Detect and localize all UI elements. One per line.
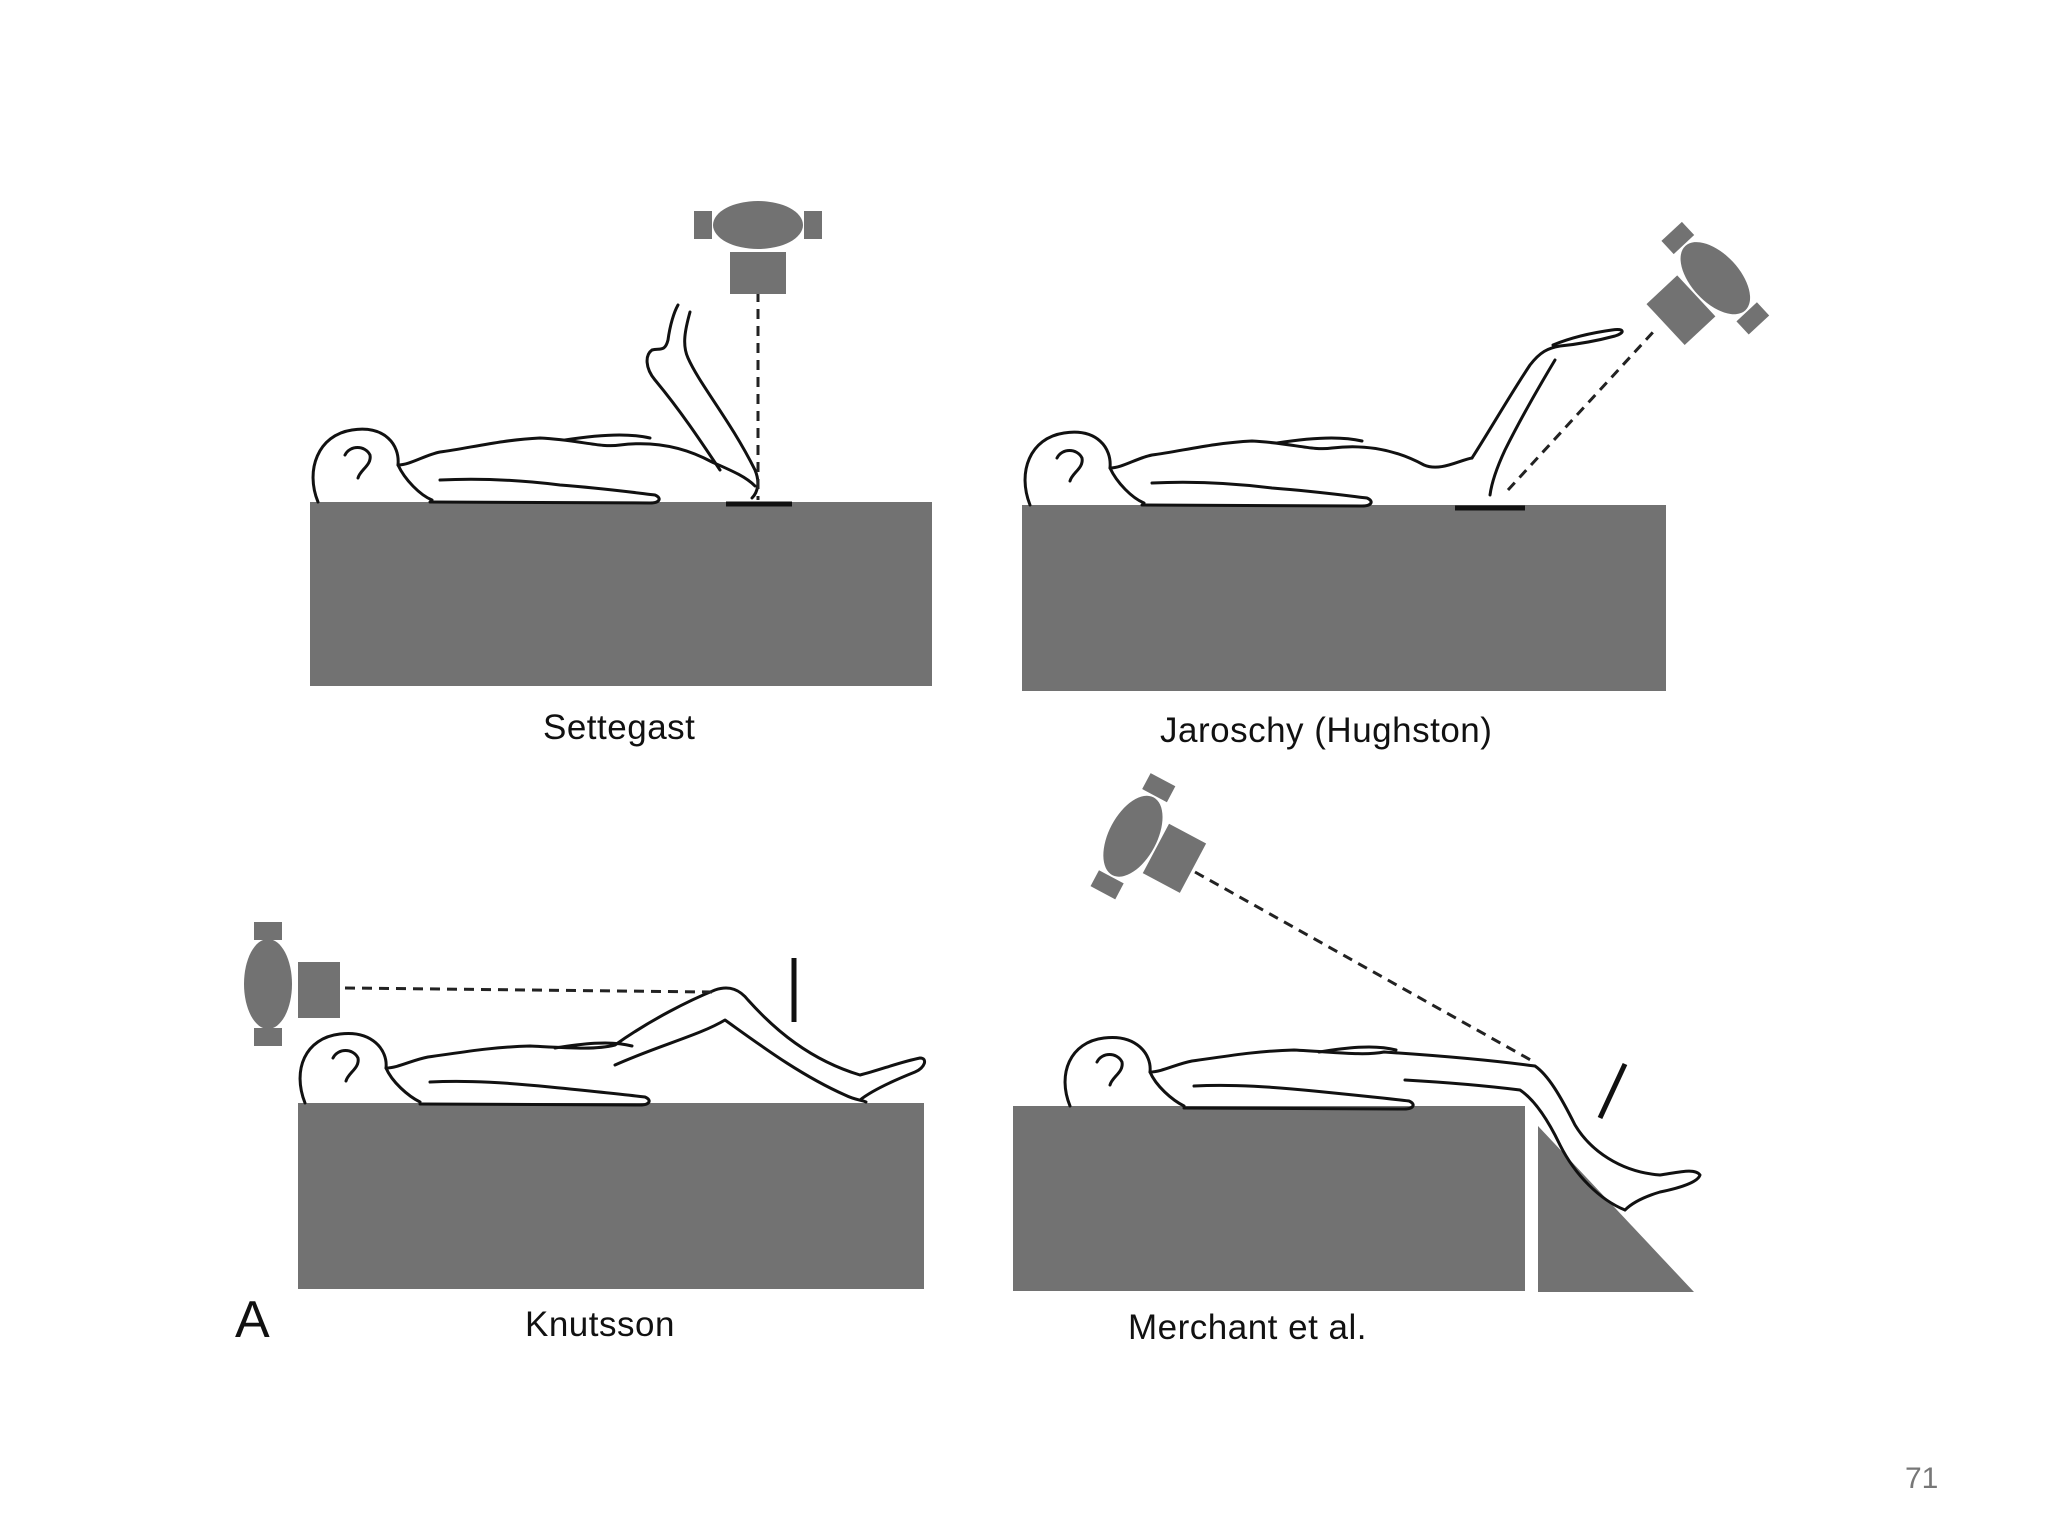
page-number: 71 xyxy=(1905,1462,1939,1495)
xray-tube xyxy=(1090,773,1207,900)
xray-beam xyxy=(1506,328,1657,492)
panel-knutsson xyxy=(244,922,927,1289)
patient-figure xyxy=(1063,1036,1702,1212)
exam-table xyxy=(1013,1106,1525,1291)
xray-beam xyxy=(1194,870,1537,1065)
caption-jaroschy: Jaroschy (Hughston) xyxy=(1160,711,1493,750)
film-cassette xyxy=(1597,1062,1628,1120)
caption-knutsson: Knutsson xyxy=(525,1305,675,1344)
panel-merchant xyxy=(1013,773,1702,1292)
leg-wedge xyxy=(1538,1126,1694,1292)
xray-beam xyxy=(344,986,713,994)
caption-merchant: Merchant et al. xyxy=(1128,1308,1367,1347)
panel-letter: A xyxy=(235,1291,270,1349)
patient-figure xyxy=(1023,328,1624,508)
xray-tube xyxy=(694,201,822,294)
patient-figure xyxy=(298,986,927,1107)
exam-table xyxy=(298,1103,924,1289)
caption-settegast: Settegast xyxy=(543,708,696,747)
exam-table xyxy=(1022,505,1666,691)
xray-tube xyxy=(1646,221,1770,346)
exam-table xyxy=(310,502,932,686)
patient-figure xyxy=(311,303,760,505)
panel-settegast xyxy=(310,201,932,686)
panel-jaroschy xyxy=(1022,221,1770,691)
xray-tube xyxy=(244,922,340,1046)
